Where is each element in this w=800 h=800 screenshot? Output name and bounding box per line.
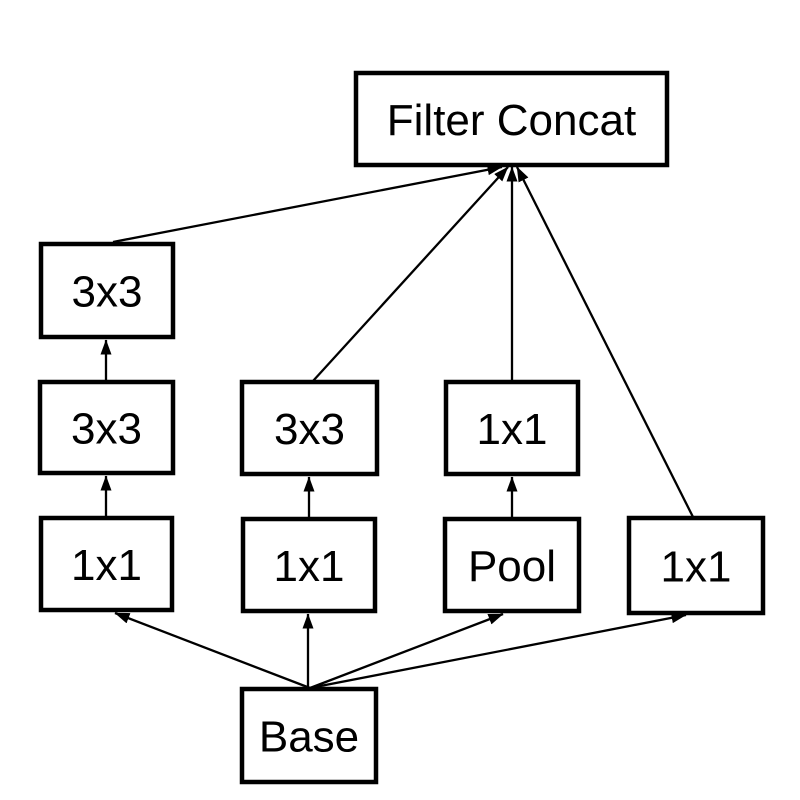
node-branch3-conv-1x1-box — [443, 379, 581, 477]
node-branch4-conv-1x1: 1x1 — [626, 515, 766, 616]
node-branch3-pool-box — [442, 516, 582, 614]
node-branch4-conv-1x1-label: 1x1 — [661, 543, 732, 592]
node-branch3-pool: Pool — [442, 516, 582, 614]
node-branch1-conv-3x3-top-box — [38, 241, 176, 340]
node-branch1-conv-1x1-box — [38, 515, 175, 613]
node-branch2-conv-3x3-label: 3x3 — [274, 405, 345, 454]
node-filter-concat: Filter Concat — [353, 70, 670, 168]
node-branch2-conv-1x1: 1x1 — [240, 516, 378, 614]
edges-layer — [100, 164, 695, 690]
node-branch3-pool-label: Pool — [468, 542, 556, 591]
node-branch1-conv-1x1: 1x1 — [38, 515, 175, 613]
node-branch1-conv-3x3-top: 3x3 — [38, 241, 176, 340]
node-branch4-conv-1x1-box — [626, 515, 766, 616]
node-branch1-conv-3x3-mid-box — [37, 379, 176, 476]
edge-base-to-branch1-1x1 — [114, 611, 311, 690]
node-branch1-conv-3x3-mid-label: 3x3 — [71, 405, 142, 454]
node-filter-concat-box — [353, 70, 670, 168]
edge-branch1-3x3top-to-concat — [112, 164, 503, 244]
node-base-label: Base — [259, 713, 359, 762]
edge-base-to-branch4-1x1 — [309, 612, 687, 690]
edge-base-to-branch3-pool — [309, 612, 504, 690]
node-branch2-conv-1x1-box — [240, 516, 378, 614]
node-branch2-conv-3x3: 3x3 — [239, 379, 380, 477]
node-branch1-conv-3x3-top-label: 3x3 — [72, 268, 143, 317]
node-branch2-conv-1x1-label: 1x1 — [274, 542, 345, 591]
edge-branch4-1x1-to-concat — [515, 166, 695, 518]
node-branch3-conv-1x1: 1x1 — [443, 379, 581, 477]
node-base: Base — [239, 686, 379, 785]
node-branch1-conv-1x1-label: 1x1 — [71, 541, 142, 590]
node-branch2-conv-3x3-box — [239, 379, 380, 477]
node-filter-concat-label: Filter Concat — [387, 96, 636, 145]
node-branch3-conv-1x1-label: 1x1 — [477, 405, 548, 454]
edge-branch2-3x3-to-concat — [312, 166, 509, 382]
node-branch1-conv-3x3-mid: 3x3 — [37, 379, 176, 476]
node-base-box — [239, 686, 379, 785]
